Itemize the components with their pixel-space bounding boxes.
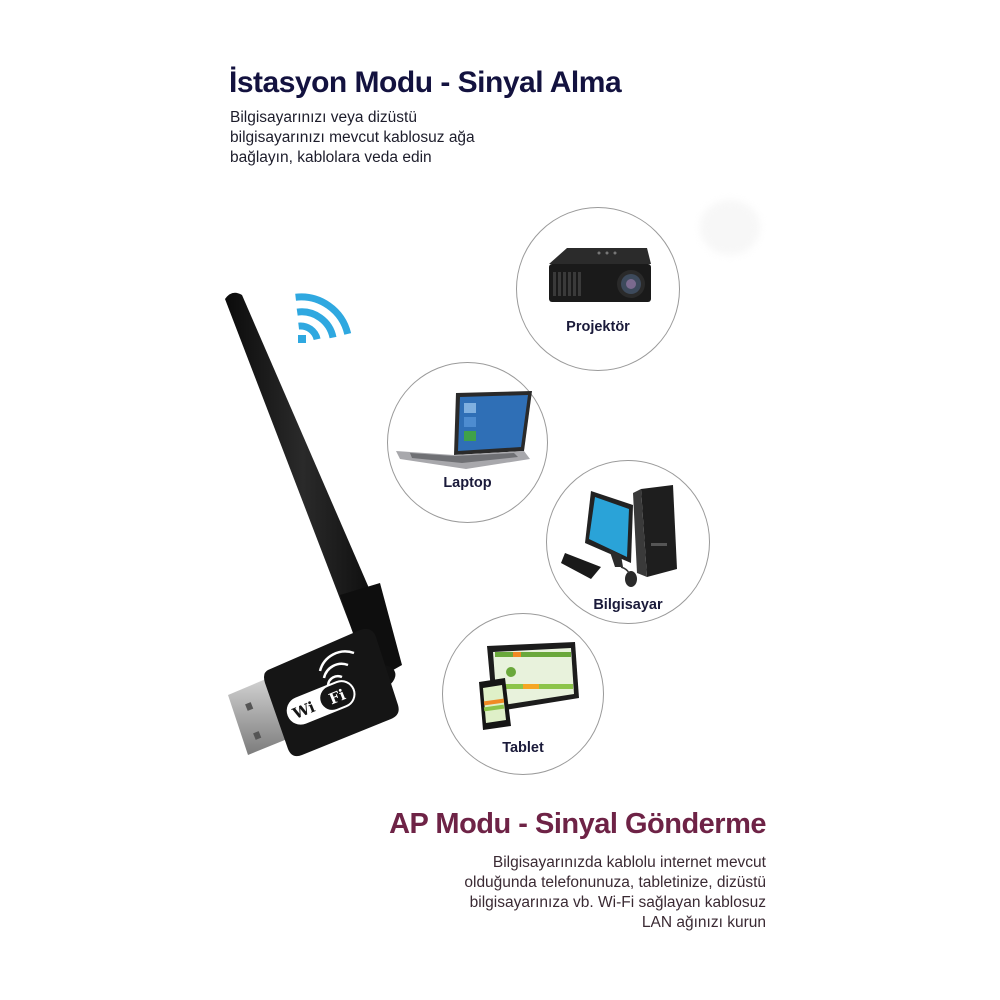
usb-wifi-adapter-image: Wi Fi: [225, 292, 402, 757]
station-mode-description: Bilgisayarınızı veya dizüstü bilgisayarı…: [230, 108, 550, 168]
station-desc-line: Bilgisayarınızı veya dizüstü: [230, 109, 417, 126]
wifi-badge-text-fi: Fi: [326, 685, 348, 708]
ap-mode-title: AP Modu - Sinyal Gönderme: [389, 808, 766, 840]
device-circle-laptop: Laptop: [387, 362, 548, 523]
tablet-phone-icon: [479, 642, 579, 730]
ap-desc-line: Bilgisayarınızda kablolu internet mevcut: [492, 854, 766, 871]
device-label: Projektör: [566, 319, 630, 335]
laptop-icon: [396, 391, 532, 469]
station-desc-line: bilgisayarınızı mevcut kablosuz ağa: [230, 129, 475, 146]
device-circle-desktop: Bilgisayar: [546, 460, 710, 624]
projector-icon: [549, 248, 651, 302]
ap-desc-line: LAN ağınızı kurun: [641, 914, 766, 931]
device-circle-projector: Projektör: [516, 207, 680, 371]
ap-desc-line: olduğunda telefonunuza, tabletinize, diz…: [464, 874, 766, 891]
ap-desc-line: bilgisayarınıza vb. Wi-Fi sağlayan kablo…: [469, 894, 766, 911]
device-circle-tablet: Tablet: [442, 613, 604, 775]
desktop-computer-icon: [561, 485, 677, 587]
device-label: Tablet: [502, 740, 544, 756]
ap-mode-description: Bilgisayarınızda kablolu internet mevcut…: [464, 853, 766, 933]
device-label: Bilgisayar: [593, 597, 663, 613]
station-desc-line: bağlayın, kablolara veda edin: [230, 149, 432, 166]
station-mode-title: İstasyon Modu - Sinyal Alma: [229, 66, 622, 99]
device-label: Laptop: [443, 475, 492, 491]
wifi-signal-icon: [295, 293, 352, 343]
background-smudge: [700, 200, 760, 255]
